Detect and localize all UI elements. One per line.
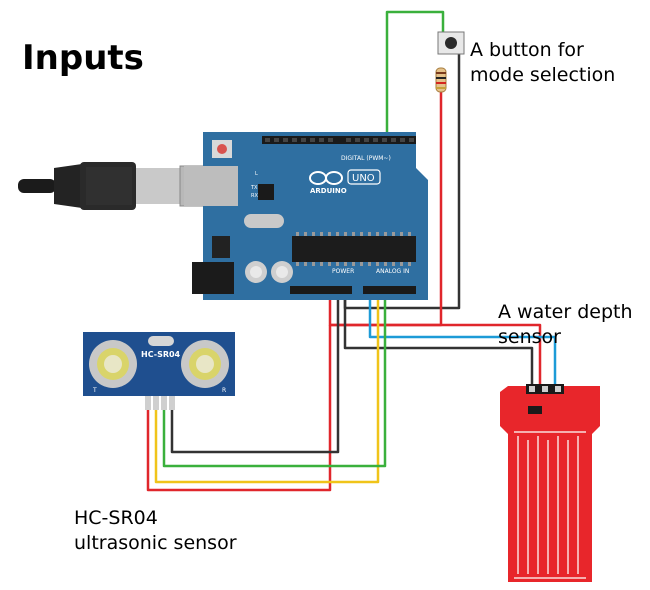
arduino-logo-icon [309,171,343,185]
hc-model-label: HC-SR04 [141,350,181,359]
button-label: A button for mode selection [470,38,615,88]
pin-tx-label: TX [250,185,258,191]
hc-sr04-label: HC-SR04 ultrasonic sensor [74,506,237,556]
resistor [435,67,447,93]
wire-water-power [330,323,542,390]
wire-hc-vcc [146,325,332,492]
arduino-uno-board: DIGITAL (PWM~) ARDUINO UNO L TX RX POWER… [184,132,428,300]
digital-header-pins [265,138,414,142]
button-label-line2: mode selection [470,64,616,86]
push-button[interactable] [437,31,465,55]
wire-water-ground [343,290,534,390]
water-label-line1: A water depth [498,301,633,323]
power-label: POWER [332,268,354,275]
hc-label-line2: ultrasonic sensor [74,532,237,554]
wire-button-signal [385,10,445,140]
button-label-line1: A button for [470,39,584,61]
water-label-line2: sensor [498,326,561,348]
digital-label: DIGITAL (PWM~) [341,155,391,162]
wire-hc-echo [162,290,387,468]
analog-label: ANALOG IN [376,268,409,275]
pin-l-label: L [255,171,258,177]
model-label: UNO [352,173,375,184]
water-depth-sensor [500,384,600,582]
hc-sr04-sensor: HC-SR04 T R [83,332,235,410]
water-sensor-label: A water depth sensor [498,300,633,350]
hc-r-mark: R [222,387,226,394]
pin-rx-label: RX [251,193,258,199]
wire-hc-gnd [170,290,340,454]
wire-water-signal [368,290,557,390]
brand-label: ARDUINO [310,187,347,195]
wire-hc-trig [154,290,380,484]
hc-label-line1: HC-SR04 [74,507,158,529]
page-title: Inputs [22,38,144,78]
hc-t-mark: T [92,387,97,394]
